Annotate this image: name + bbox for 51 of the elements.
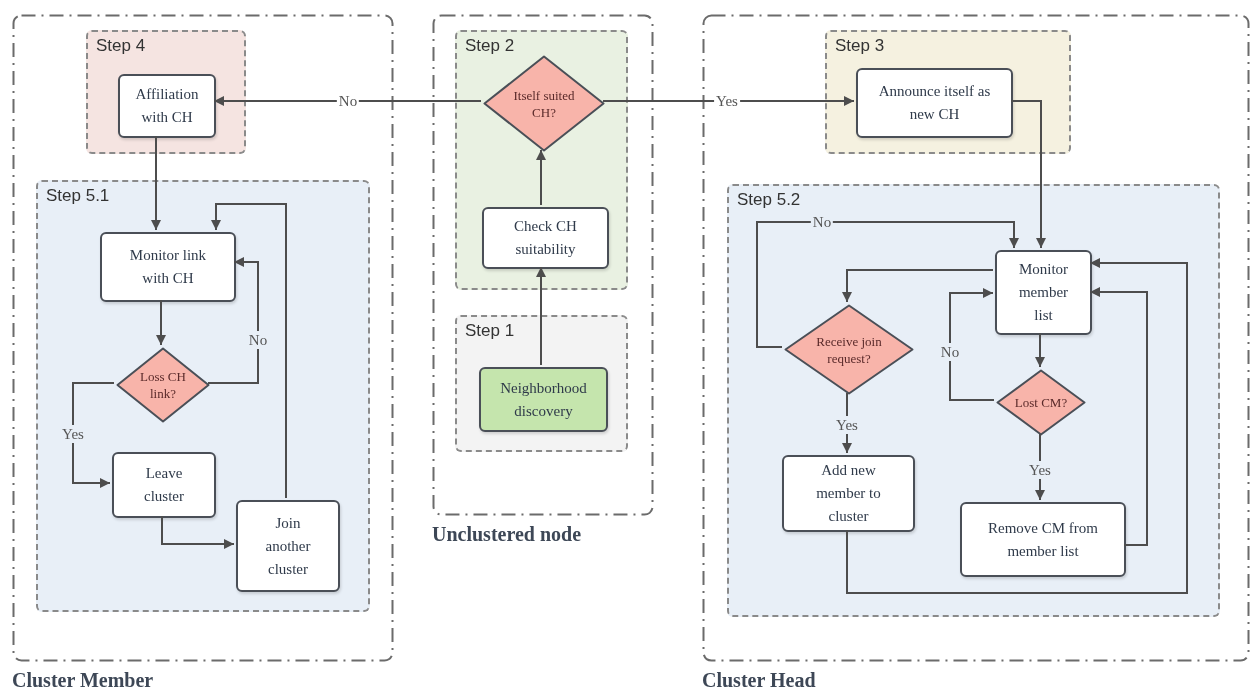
step-panel <box>825 30 1071 154</box>
step-panel <box>455 315 628 452</box>
step-label: Step 3 <box>835 35 885 57</box>
step-panel <box>86 30 246 154</box>
edge-label: No <box>938 343 962 361</box>
edge-label: Yes <box>1027 461 1053 479</box>
arrow <box>536 266 546 366</box>
process-box: Monitor link with CH <box>100 232 236 302</box>
step-panel <box>36 180 370 612</box>
arrow <box>536 149 546 206</box>
edge-label: Yes <box>60 425 86 443</box>
process-box: Remove CM from member list <box>960 502 1126 577</box>
decision-diamond: Itself suited CH? <box>483 55 605 152</box>
step-label: Step 2 <box>465 35 515 57</box>
step-label: Step 5.2 <box>737 189 801 211</box>
decision-diamond: Receive join request? <box>784 304 914 395</box>
arrow <box>211 203 287 499</box>
arrow <box>1035 332 1045 368</box>
arrow <box>151 135 161 231</box>
arrow <box>156 299 166 346</box>
arrow <box>1010 100 1046 249</box>
step-panel <box>727 184 1220 617</box>
step-label: Step 5.1 <box>46 185 110 207</box>
arrow <box>72 382 115 488</box>
arrow <box>949 288 995 401</box>
edge-label: No <box>246 331 270 349</box>
decision-diamond: Loss CH link? <box>116 347 210 423</box>
process-box: Affiliation with CH <box>118 74 216 138</box>
region-title: Cluster Member <box>12 668 154 692</box>
arrow <box>213 96 482 106</box>
region-title: Unclustered node <box>432 522 582 546</box>
step-label: Step 1 <box>465 320 515 342</box>
process-box: Add new member to cluster <box>782 455 915 532</box>
arrow <box>161 515 235 549</box>
process-box: Join another cluster <box>236 500 340 592</box>
arrow <box>846 258 1188 594</box>
arrow <box>756 221 1019 348</box>
arrow <box>842 269 994 303</box>
arrow <box>602 96 855 106</box>
process-box: Neighborhood discovery <box>479 367 608 432</box>
process-box: Leave cluster <box>112 452 216 518</box>
process-box: Announce itself as new CH <box>856 68 1013 138</box>
region-title: Cluster Head <box>702 668 816 692</box>
process-box: Check CH suitability <box>482 207 609 269</box>
edge-label: Yes <box>834 416 860 434</box>
arrow <box>1089 287 1148 546</box>
arrow <box>207 257 259 384</box>
process-box: Monitor member list <box>995 250 1092 335</box>
step-panel <box>455 30 628 290</box>
step-label: Step 4 <box>96 35 146 57</box>
decision-diamond: Lost CM? <box>996 369 1086 436</box>
